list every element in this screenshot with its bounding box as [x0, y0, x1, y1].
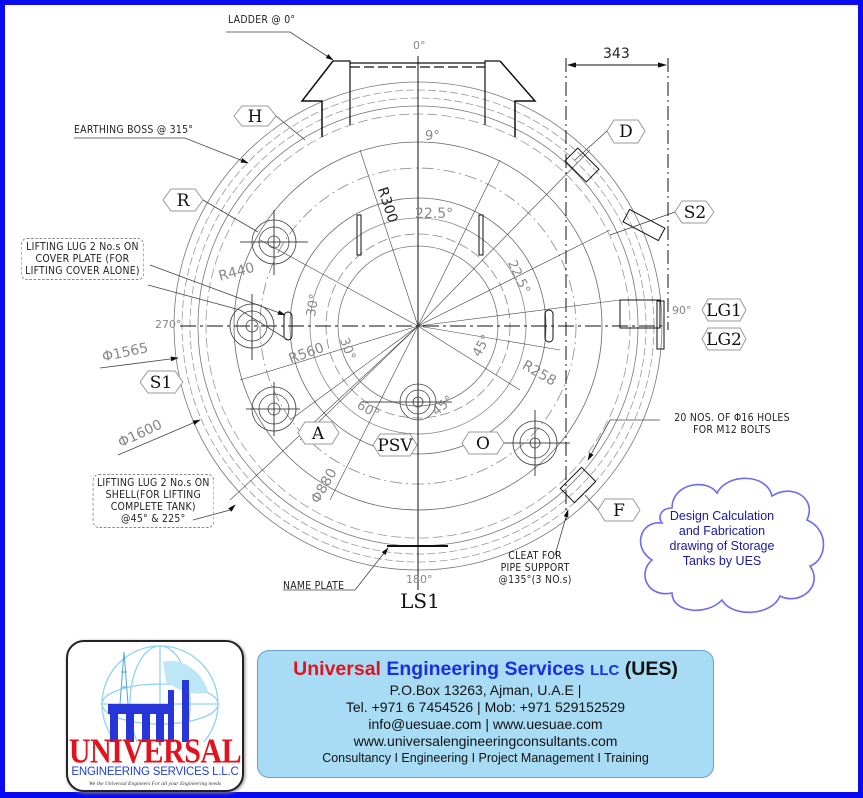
company-info-card: Universal Engineering Services LLC (UES)…	[257, 650, 714, 778]
company-email-web[interactable]: info@uesuae.com | www.uesuae.com	[368, 716, 603, 732]
dim-angle-9: 9°	[425, 129, 440, 144]
logo-wordmark: UNIVERSAL	[68, 732, 242, 771]
tag-PSV: PSV	[377, 436, 413, 456]
angle-270: 270°	[155, 318, 182, 331]
callout-ladder: LADDER @ 0°	[228, 13, 296, 26]
dim-angle-45b: 45°	[470, 332, 495, 359]
cloud-shape	[639, 477, 825, 614]
nozzle-R	[240, 210, 308, 275]
callout-lifting-lug-cover: LIFTING LUG 2 No.s ON COVER PLATE (FOR L…	[20, 238, 145, 280]
tag-S2-hex	[674, 200, 715, 224]
tag-R: R	[177, 191, 191, 211]
dim-dia1600: Φ1600	[116, 417, 165, 451]
callout-earthing-boss: EARTHING BOSS @ 315°	[74, 123, 194, 136]
logo-tagline: We the Universal Engineers For all your …	[88, 781, 222, 787]
dim-dia880: Φ880	[308, 466, 341, 507]
tag-LG2: LG2	[706, 330, 742, 350]
callout-cleat: CLEAT FOR PIPE SUPPORT @135°(3 NO.s)	[498, 549, 572, 586]
tag-A: A	[311, 424, 325, 444]
dim-r560: R560	[287, 340, 327, 368]
dim-angle-30a: 30°	[304, 293, 323, 318]
dim-angle-22-5: 22.5°	[415, 206, 453, 222]
tag-LG1-hex	[701, 298, 747, 322]
tag-O-hex	[461, 431, 505, 455]
company-phone: Tel. +971 6 7454526 | Mob: +971 52915252…	[345, 699, 626, 715]
cloud-caption: Design Calculation and Fabrication drawi…	[669, 509, 775, 568]
tag-H: H	[248, 107, 263, 127]
nozzle-S1	[229, 294, 275, 360]
angle-0: 0°	[413, 39, 426, 52]
globe-rig-icon	[101, 645, 219, 742]
tag-F-hex	[597, 498, 641, 522]
dim-343: 343	[603, 46, 630, 62]
company-services: Consultancy I Engineering I Project Mana…	[322, 751, 649, 765]
dim-r440: R440	[217, 260, 256, 285]
tag-LS1: LS1	[400, 589, 440, 613]
dim-r258: R258	[519, 357, 559, 389]
dim-angle-60: 60°	[354, 398, 381, 423]
tag-A-hex	[297, 421, 340, 445]
callout-lifting-lug-shell: LIFTING LUG 2 No.s ON SHELL(FOR LIFTING …	[92, 474, 214, 528]
tag-D-hex	[606, 119, 646, 144]
callout-holes: 20 NOS. OF Φ16 HOLES FOR M12 BOLTS	[674, 411, 790, 436]
nozzle-O	[502, 410, 570, 476]
dim-dia1565: Φ1565	[101, 340, 150, 365]
nozzle-PSV	[362, 383, 452, 421]
dim-angle-30b: 30°	[336, 336, 358, 363]
company-logo: UNIVERSAL ENGINEERING SERVICES L.L.C We …	[66, 640, 244, 792]
company-name: Universal Engineering Services LLC (UES)	[293, 658, 678, 680]
tag-LG2-hex	[701, 327, 747, 351]
tag-O: O	[476, 434, 490, 454]
tag-LG1: LG1	[706, 301, 742, 321]
tag-S1-hex	[139, 370, 184, 394]
tag-S1: S1	[150, 373, 172, 393]
dim-angle-45a: 45°	[429, 393, 456, 419]
dim-angle-22-5b: 22.5°	[504, 258, 533, 296]
nozzle-A	[246, 382, 300, 436]
angle-90: 90°	[672, 304, 692, 317]
tag-F: F	[613, 501, 625, 521]
frame-border-bottom	[0, 792, 863, 798]
tag-D: D	[619, 122, 633, 142]
callout-name-plate: NAME PLATE	[283, 579, 345, 592]
tag-PSV-hex	[372, 433, 418, 457]
logo-subtitle: ENGINEERING SERVICES L.L.C	[71, 766, 239, 778]
company-website-link[interactable]: www.universalengineeringconsultants.com	[353, 733, 618, 749]
angle-180: 180°	[406, 573, 433, 586]
company-address: P.O.Box 13263, Ajman, U.A.E |	[389, 682, 582, 698]
tag-S2: S2	[684, 203, 706, 223]
